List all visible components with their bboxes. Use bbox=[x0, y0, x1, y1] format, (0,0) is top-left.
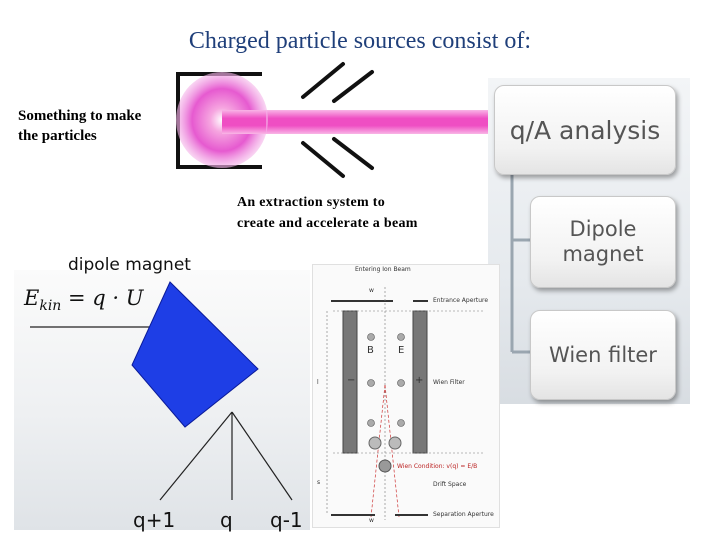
b-field-label: B bbox=[367, 345, 374, 356]
entrance-aperture-label: Entrance Aperture bbox=[433, 297, 489, 304]
label-q-plus-1: q+1 bbox=[133, 508, 176, 532]
wien-w-top: w bbox=[369, 287, 374, 294]
minus-label: − bbox=[347, 375, 356, 386]
source-label: Something to make the particles bbox=[18, 108, 142, 144]
wien-condition-label: Wien Condition: v(q) = E/B bbox=[397, 463, 478, 470]
plus-label: + bbox=[415, 375, 424, 386]
wien-filter-figure: Entering Ion Beam w Entrance Aperture B … bbox=[312, 264, 500, 528]
magnet-pole bbox=[131, 281, 259, 428]
e-field-label: E bbox=[398, 345, 405, 356]
extraction-electrodes bbox=[301, 62, 374, 178]
wien-filter-drawing bbox=[326, 287, 483, 520]
dipole-magnet-label: dipole magnet bbox=[68, 255, 191, 275]
wien-w-bottom: w bbox=[369, 517, 374, 524]
drift-space-label: Drift Space bbox=[433, 481, 467, 488]
dipole-magnet-box: Dipole magnet bbox=[530, 196, 676, 288]
extraction-label: An extraction system to create and accel… bbox=[237, 195, 418, 231]
wien-top-label: Entering Ion Beam bbox=[355, 266, 411, 273]
beam-q-minus-1 bbox=[231, 411, 293, 501]
page-title: Charged particle sources consist of: bbox=[188, 28, 532, 54]
separation-aperture-label: Separation Aperture bbox=[433, 511, 494, 518]
qa-analysis-box: q/A analysis bbox=[494, 85, 676, 175]
label-q-minus-1: q-1 bbox=[270, 508, 303, 532]
length-label: l bbox=[317, 379, 319, 386]
ion-beam bbox=[226, 110, 490, 134]
drift-s-label: s bbox=[317, 479, 321, 486]
wien-filter-label: Wien Filter bbox=[433, 379, 465, 386]
wien-filter-box: Wien filter bbox=[530, 310, 676, 400]
energy-formula: Ekin = q · U bbox=[24, 286, 144, 315]
beam-q-plus-1 bbox=[159, 411, 233, 501]
positive-plate bbox=[412, 310, 428, 454]
label-q: q bbox=[220, 508, 233, 532]
